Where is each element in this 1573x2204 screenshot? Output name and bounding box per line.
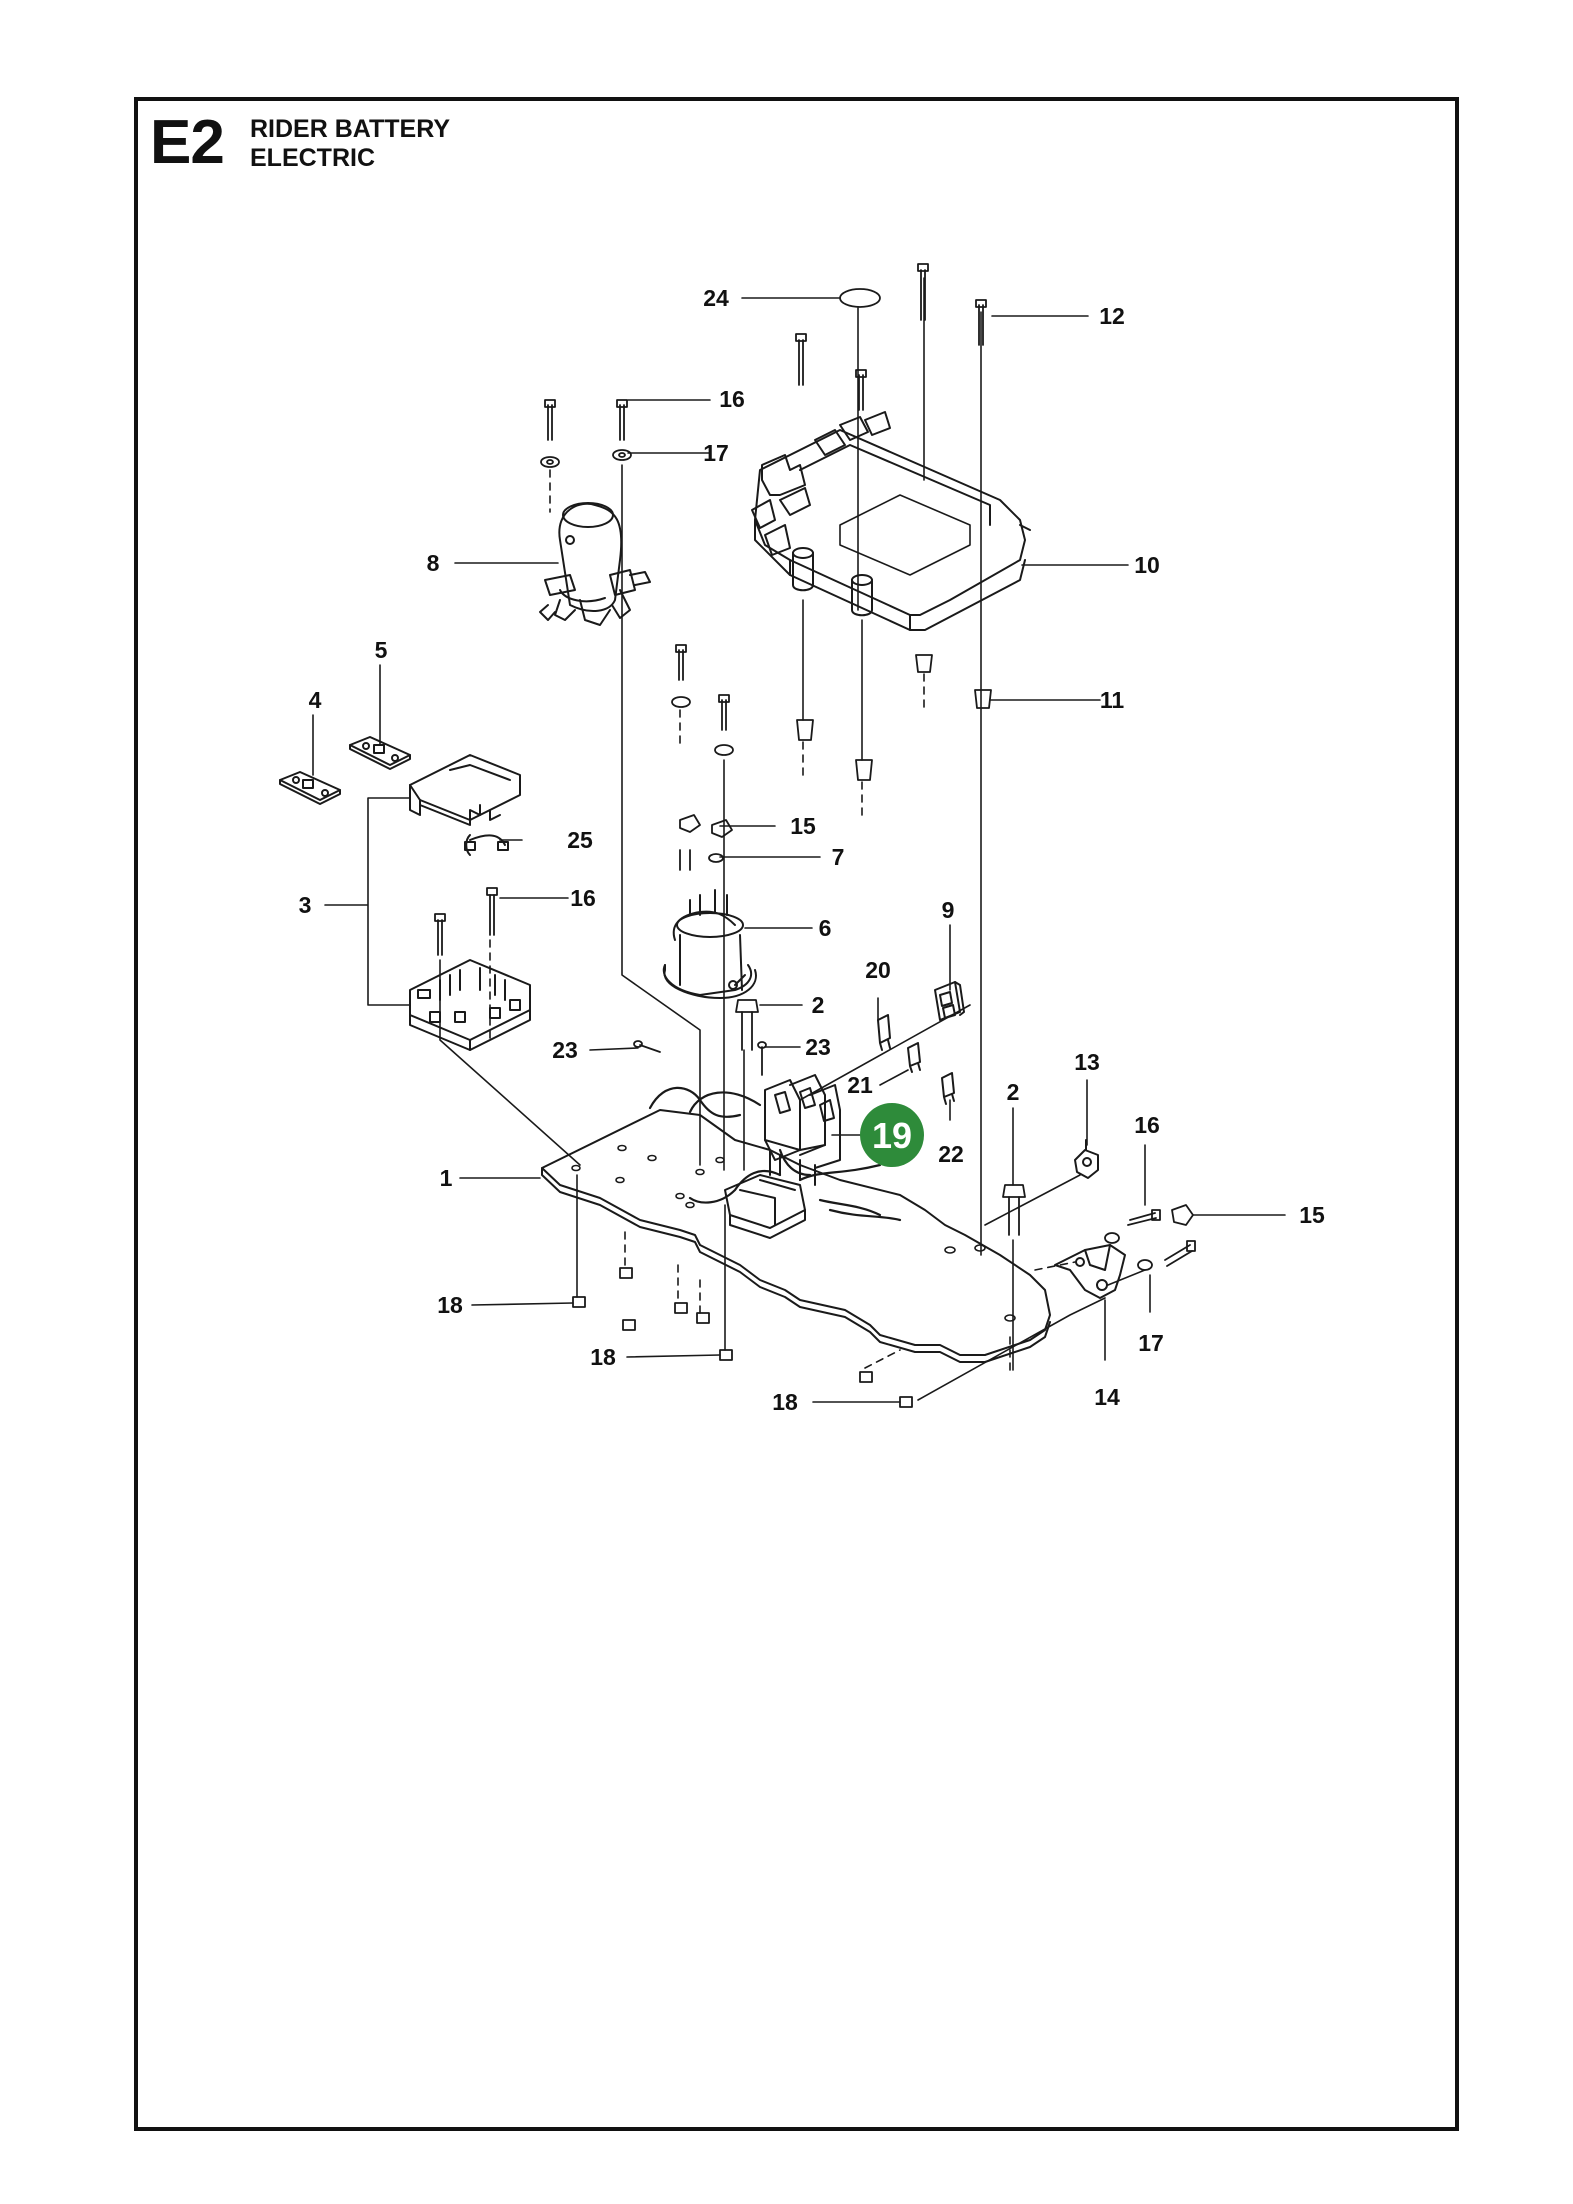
callout-6: 6 <box>819 915 832 941</box>
controller-box <box>751 411 1031 631</box>
callout-10: 10 <box>1134 552 1160 578</box>
fuse-20 <box>877 1014 891 1051</box>
callout-2-a: 2 <box>812 992 825 1018</box>
highlight-callout-19: 19 <box>860 1103 924 1167</box>
callout-8: 8 <box>427 550 440 576</box>
fuse-21 <box>907 1042 921 1073</box>
callout-18-a: 18 <box>437 1292 463 1318</box>
callout-24: 24 <box>703 285 729 311</box>
callout-3: 3 <box>299 892 312 918</box>
fuse-link-5 <box>349 736 411 770</box>
section-title-line1: RIDER BATTERY <box>250 115 450 143</box>
callout-22: 22 <box>938 1141 964 1167</box>
highlight-number: 19 <box>872 1115 912 1156</box>
callout-16-a: 16 <box>719 386 745 412</box>
fuse-wire <box>464 834 509 856</box>
callout-4: 4 <box>309 687 322 713</box>
callout-18-b: 18 <box>590 1344 616 1370</box>
fuse-22 <box>941 1072 955 1105</box>
callout-15-b: 15 <box>1299 1202 1325 1228</box>
callout-23-a: 23 <box>552 1037 578 1063</box>
callout-23-b: 23 <box>805 1034 831 1060</box>
callout-15-a: 15 <box>790 813 816 839</box>
callout-21: 21 <box>847 1072 873 1098</box>
callout-17-b: 17 <box>1138 1330 1164 1356</box>
fasteners <box>434 263 1196 1408</box>
callout-11: 11 <box>1100 687 1125 713</box>
callout-2-b: 2 <box>1007 1079 1020 1105</box>
base-plate <box>541 1109 1051 1356</box>
connector-9 <box>934 981 965 1021</box>
callout-17-a: 17 <box>703 440 729 466</box>
diagram-frame <box>134 97 1459 2131</box>
fitting-13 <box>1074 1139 1099 1179</box>
callout-7: 7 <box>832 844 845 870</box>
bracket-14 <box>1054 1244 1126 1299</box>
section-title-line2: ELECTRIC <box>250 144 375 172</box>
callout-20: 20 <box>865 957 891 983</box>
callout-14: 14 <box>1094 1384 1120 1410</box>
highlight-circle <box>860 1103 924 1167</box>
callout-13: 13 <box>1074 1049 1100 1075</box>
callout-12: 12 <box>1099 303 1125 329</box>
section-code: E2 <box>150 108 225 177</box>
callout-5: 5 <box>375 637 388 663</box>
callout-25: 25 <box>567 827 593 853</box>
solenoid <box>539 502 651 626</box>
fuse-box-cover <box>409 754 521 826</box>
fuse-link-4 <box>279 771 341 805</box>
callout-16-b: 16 <box>570 885 596 911</box>
fuse-block-base <box>409 959 531 1051</box>
starter-solenoid <box>662 889 757 999</box>
callout-9: 9 <box>942 897 955 923</box>
callout-16-c: 16 <box>1134 1112 1160 1138</box>
relay-assembly <box>764 1074 841 1186</box>
callout-18-c: 18 <box>772 1389 798 1415</box>
callout-1: 1 <box>440 1165 453 1191</box>
